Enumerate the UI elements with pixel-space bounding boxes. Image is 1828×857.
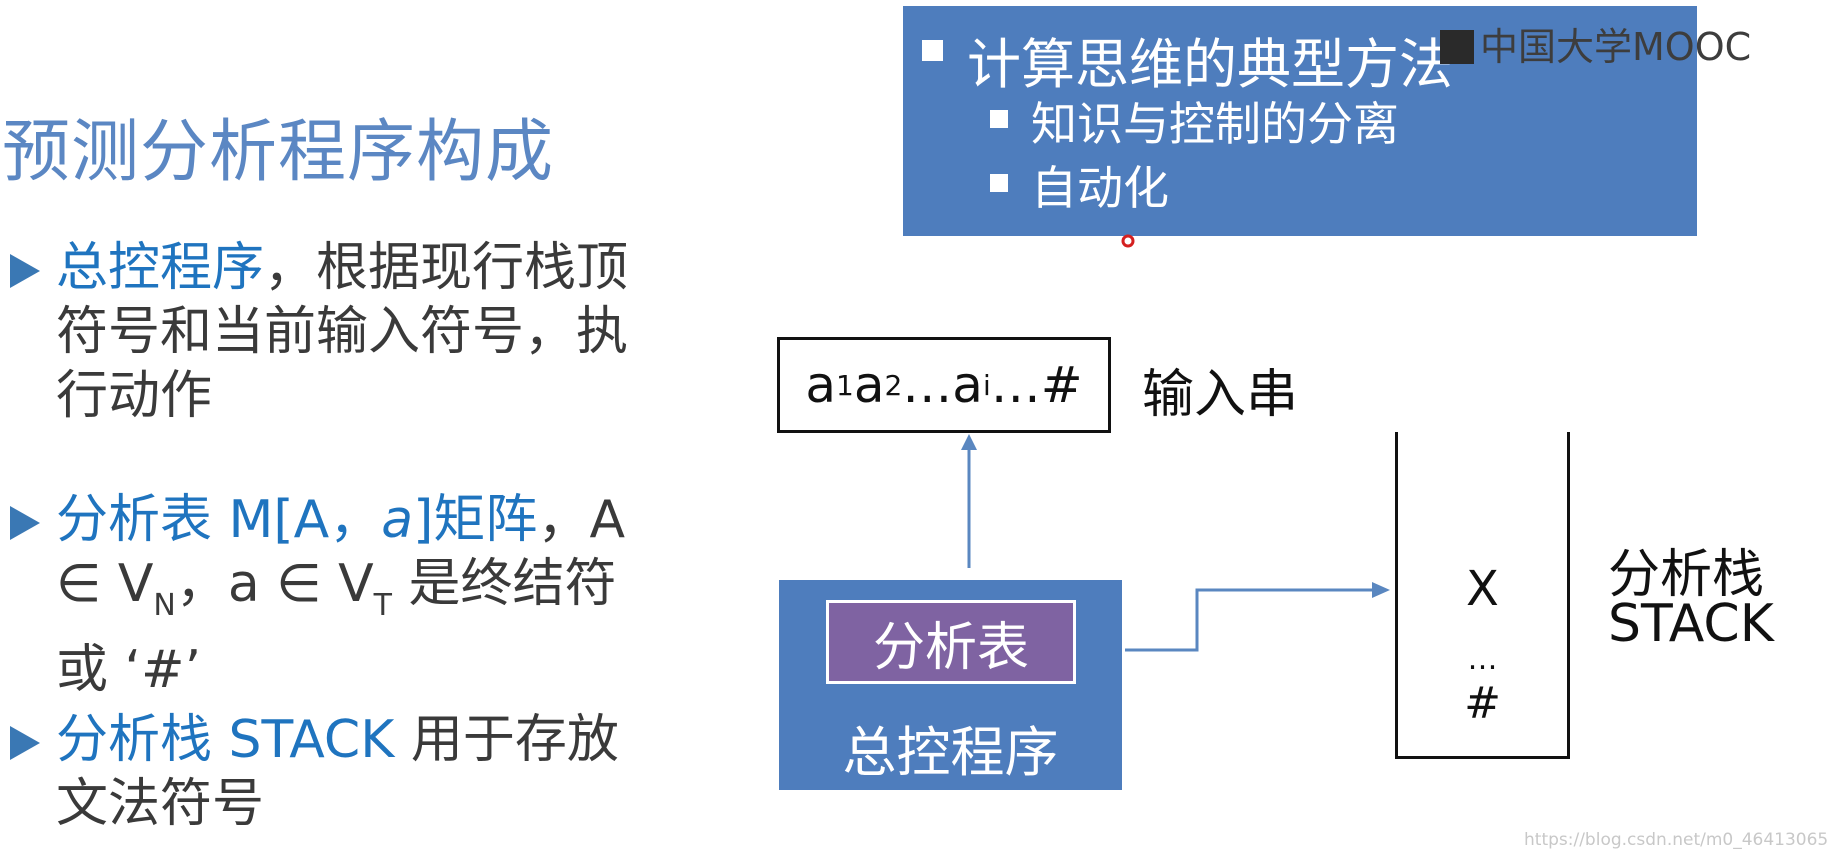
input-symbol: a (853, 356, 885, 414)
input-sub-i: i (982, 368, 991, 402)
control-program-label: 总控程序 (842, 721, 1059, 784)
stack-middle-ellipsis: … (1467, 642, 1498, 677)
bullet-2-sub-n: N (153, 588, 176, 623)
input-sub-2: 2 (884, 368, 903, 402)
input-symbol: a (952, 356, 983, 414)
bullet-3-line2: 文法符号 (56, 774, 265, 834)
input-end: …# (990, 356, 1083, 414)
triangle-bullet-icon (10, 726, 40, 760)
bullet-parse-stack: 分析栈 STACK 用于存放 文法符号 (10, 708, 700, 836)
triangle-bullet-icon (10, 254, 40, 288)
square-bullet-icon (990, 174, 1008, 192)
input-sub-1: 1 (836, 368, 854, 402)
bullet-3-term: 分析栈 STACK (56, 710, 395, 770)
parse-table-box: 分析表 (826, 600, 1076, 684)
stack-wall-left (1395, 432, 1398, 759)
bullet-2-text: ，A (537, 490, 626, 550)
arrow-head-up-icon (961, 434, 977, 450)
bullet-3-text: 用于存放 (394, 710, 619, 770)
method-callout-box: 计算思维的典型方法 知识与控制的分离 自动化 (903, 6, 1697, 236)
method-heading: 计算思维的典型方法 (967, 33, 1453, 96)
input-ellipsis: … (902, 356, 953, 414)
square-bullet-icon (990, 110, 1008, 128)
bullet-2-line2-mid: ，a ∈ V (175, 554, 374, 614)
square-bullet-icon (922, 40, 943, 61)
bullet-main-control: 总控程序，根据现行栈顶 符号和当前输入符号，执 行动作 (10, 236, 700, 428)
bullet-2-sub-t: T (373, 588, 392, 623)
bullet-1-term: 总控程序 (56, 238, 265, 298)
bullet-2-line2-suffix: 是终结符 (391, 554, 617, 614)
stack-top-symbol: X (1466, 561, 1499, 617)
stack-label: 分析栈 (1608, 545, 1765, 605)
input-string-label: 输入串 (1142, 365, 1299, 425)
bullet-2-line3: 或 ‘#’ (56, 640, 202, 700)
mooc-logo-text: 中国大学MOOC (1480, 25, 1752, 69)
bullet-2-term: 分析表 M[A， (56, 490, 382, 550)
pointer-dot-icon (1121, 234, 1135, 248)
stack-bottom-symbol: # (1464, 678, 1501, 729)
watermark-url: https://blog.csdn.net/m0_46413065 (1524, 830, 1828, 850)
stack-label-english: STACK (1608, 594, 1774, 654)
method-item-2: 自动化 (1031, 161, 1169, 215)
bullet-1-line3: 行动作 (56, 366, 213, 426)
slide-title: 预测分析程序构成 (2, 113, 555, 192)
method-item-1: 知识与控制的分离 (1031, 97, 1399, 151)
diagram-arrows (961, 434, 1390, 652)
bullet-1-text: ，根据现行栈顶 (264, 238, 629, 298)
mooc-logo-icon (1440, 30, 1474, 64)
stack-wall-bottom (1395, 756, 1570, 759)
bullet-2-line2-prefix: ∈ V (56, 554, 154, 614)
bullet-parse-table: 分析表 M[A，a]矩阵，A ∈ VN，a ∈ VT 是终结符 或 ‘#’ (10, 488, 700, 702)
arrow-to-stack (1125, 588, 1375, 652)
arrow-head-right-icon (1372, 582, 1390, 598)
input-symbol: a (805, 356, 836, 414)
triangle-bullet-icon (10, 506, 40, 540)
bullet-2-term-italic: a (381, 490, 414, 550)
mooc-logo: 中国大学MOOC (1440, 16, 1751, 71)
stack-wall-right (1567, 432, 1570, 759)
bullet-2-term-end: ]矩阵 (413, 490, 538, 550)
bullet-1-line2: 符号和当前输入符号，执 (56, 302, 629, 362)
